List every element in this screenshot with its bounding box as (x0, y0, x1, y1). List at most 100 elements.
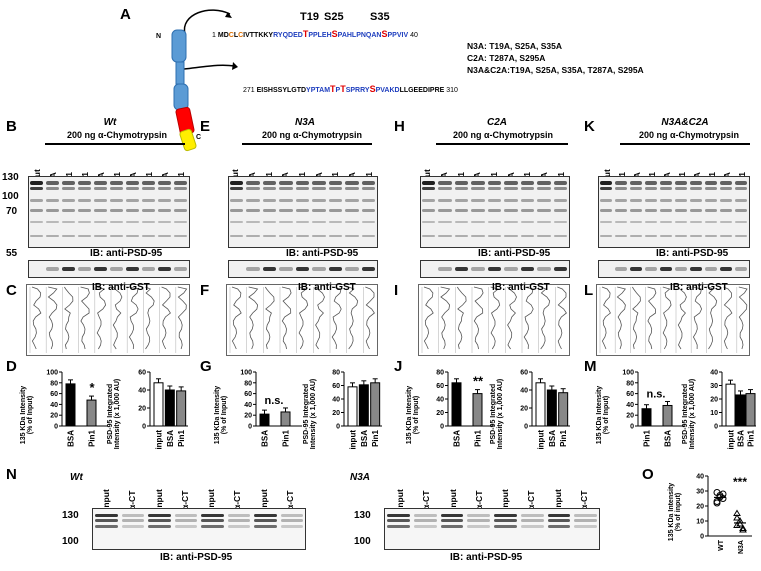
panel-label-b: B (6, 118, 17, 135)
blot-band (30, 199, 43, 202)
y-tick-label: 10 (696, 519, 704, 526)
blot-band (279, 235, 293, 237)
density-profile (456, 286, 467, 350)
blot-band (537, 235, 551, 237)
ib-gst-wt: IB: anti-GST (92, 282, 150, 293)
blot-band (361, 199, 375, 202)
blot-band (471, 209, 485, 212)
blot-band (142, 235, 155, 237)
density-profile (315, 286, 325, 350)
ib-gst-n3a-c2a: IB: anti-GST (670, 282, 728, 293)
blot-band (295, 187, 310, 190)
blot-band (312, 199, 326, 202)
density-profile (177, 286, 188, 350)
blot-band (46, 187, 59, 190)
y-tick-label: 100 (240, 370, 252, 377)
lane-label: input (395, 489, 406, 510)
ylabel-m: 135 KDa Intensity(% of Input) (596, 385, 610, 445)
blot-band (645, 187, 657, 190)
blot-band (279, 267, 293, 271)
blot-band (600, 235, 612, 237)
blot-band (660, 235, 672, 237)
ylabel-g: 135 KDa Intensity(% of Input) (214, 385, 228, 445)
y-tick-label: 60 (520, 370, 528, 377)
x-category-label: input (155, 430, 164, 450)
blot-band (46, 235, 59, 237)
mutant-c2a: C2A: T287A, S295A (467, 53, 546, 63)
blot-band (279, 181, 293, 185)
x-category-label: Pin1 (474, 429, 483, 446)
lane-label: input (500, 489, 511, 510)
blot-band (142, 209, 155, 212)
bar (558, 392, 569, 427)
y-tick-label: 80 (626, 380, 634, 387)
blot-band (262, 199, 277, 202)
bar (370, 382, 381, 427)
enzyme-bar-n3a (242, 143, 372, 145)
blot-band (537, 267, 551, 271)
density-profile (540, 286, 551, 350)
panel-label-f: F (200, 282, 210, 299)
blot-title-n3a-c2a: N3A&C2A (661, 117, 709, 128)
blot-band (361, 181, 375, 185)
x-category-label: Pin1 (88, 429, 97, 446)
y-tick-label: 80 (332, 370, 340, 377)
ib-psd95-c2a: IB: anti-PSD-95 (478, 248, 551, 259)
blot-band (520, 209, 535, 212)
x-category-label: input (727, 430, 736, 450)
blot-band (295, 199, 310, 202)
lane-label: input (153, 489, 164, 510)
blot-band (735, 221, 747, 223)
density-profile (632, 286, 641, 350)
density-profile (662, 286, 672, 350)
density-profile (507, 286, 517, 350)
blot-band (520, 525, 544, 528)
y-tick-label: 0 (700, 534, 704, 541)
blot-band (690, 181, 702, 185)
bar (725, 383, 736, 427)
blot-band (174, 181, 187, 185)
mw-100: 100 (2, 191, 19, 202)
blot-band (254, 514, 277, 517)
blot-band (174, 235, 187, 237)
lane-label: input (258, 489, 269, 510)
blot-band (345, 187, 359, 190)
density-profile (692, 286, 703, 350)
blot-title-wt: Wt (103, 117, 117, 128)
blot-band (547, 514, 571, 517)
ylabel-j: 135 KDa Intensity(% of Input) (406, 385, 420, 445)
blot-band (720, 181, 732, 185)
blot-band (438, 181, 452, 185)
y-tick-label: 60 (626, 391, 634, 398)
panel-label-k: K (584, 118, 595, 135)
blot-band (422, 235, 436, 237)
blot-band (705, 187, 717, 190)
blot-band (361, 209, 375, 212)
density-profile (440, 286, 451, 350)
blot-band (660, 267, 672, 271)
n-terminal-sequence: 1 MDCLCIVTTKKYRYQDEDTPPLEHSPAHLPNQANSPPV… (212, 29, 418, 39)
blot-band (110, 199, 123, 202)
blot-band (110, 267, 123, 271)
density-profile (723, 286, 733, 350)
density-profile (423, 286, 434, 350)
blot-band (387, 514, 410, 517)
blot-band (312, 187, 326, 190)
blot-band (487, 181, 502, 185)
blot-band (615, 187, 627, 190)
blot-band (94, 267, 107, 271)
blot-band (78, 187, 91, 190)
blot-band (295, 235, 310, 237)
blot-band (328, 181, 343, 185)
blot-band (262, 187, 277, 190)
blot-band (95, 519, 118, 522)
blot-band (328, 199, 343, 202)
blot-band (520, 187, 535, 190)
blot-band (660, 181, 672, 185)
blot-band (121, 525, 144, 528)
x-category-label: BSA (261, 430, 270, 447)
y-tick-label: 60 (332, 383, 340, 390)
blot-band (78, 235, 91, 237)
